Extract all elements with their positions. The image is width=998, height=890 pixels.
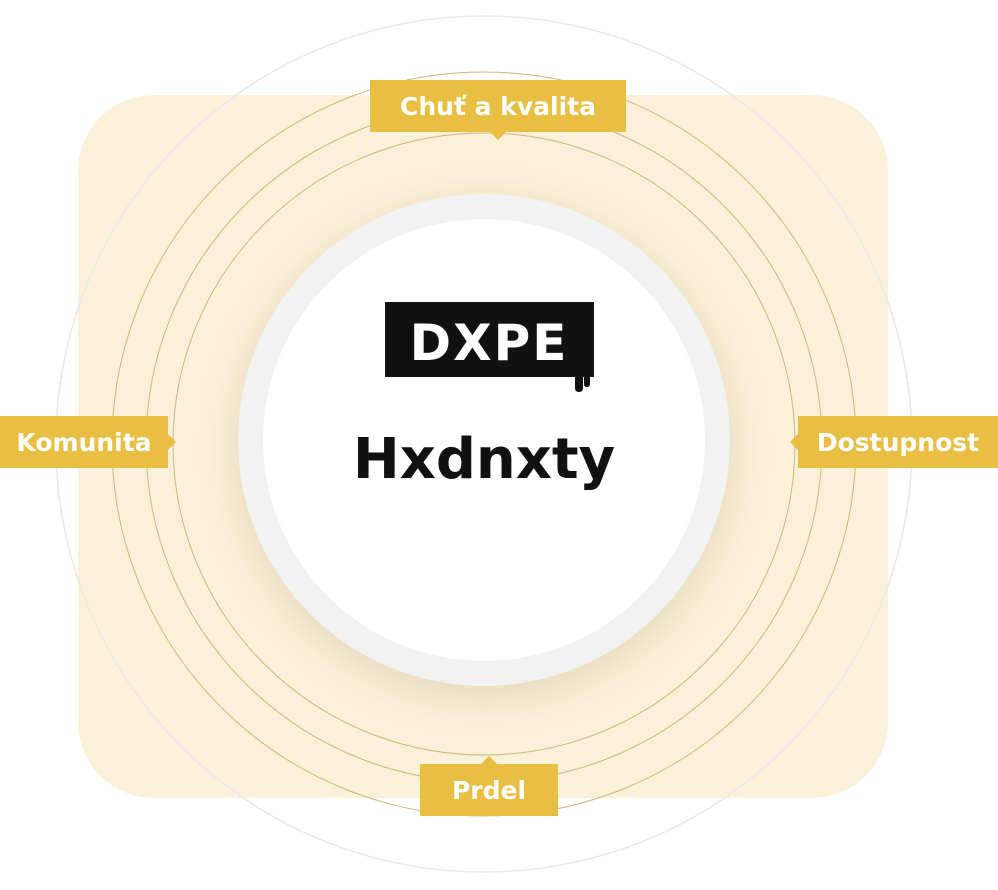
label-bottom: Prdel xyxy=(420,756,558,816)
logo-text: DXPE xyxy=(410,314,569,372)
center-title: Hxdnxty xyxy=(352,427,616,492)
center-inner-disc xyxy=(263,219,705,661)
dxpe-logo: DXPE xyxy=(385,302,594,392)
label-left: Komunita xyxy=(0,416,176,468)
label-top: Chuť a kvalita xyxy=(370,80,626,140)
label-right: Dostupnost xyxy=(790,416,998,468)
